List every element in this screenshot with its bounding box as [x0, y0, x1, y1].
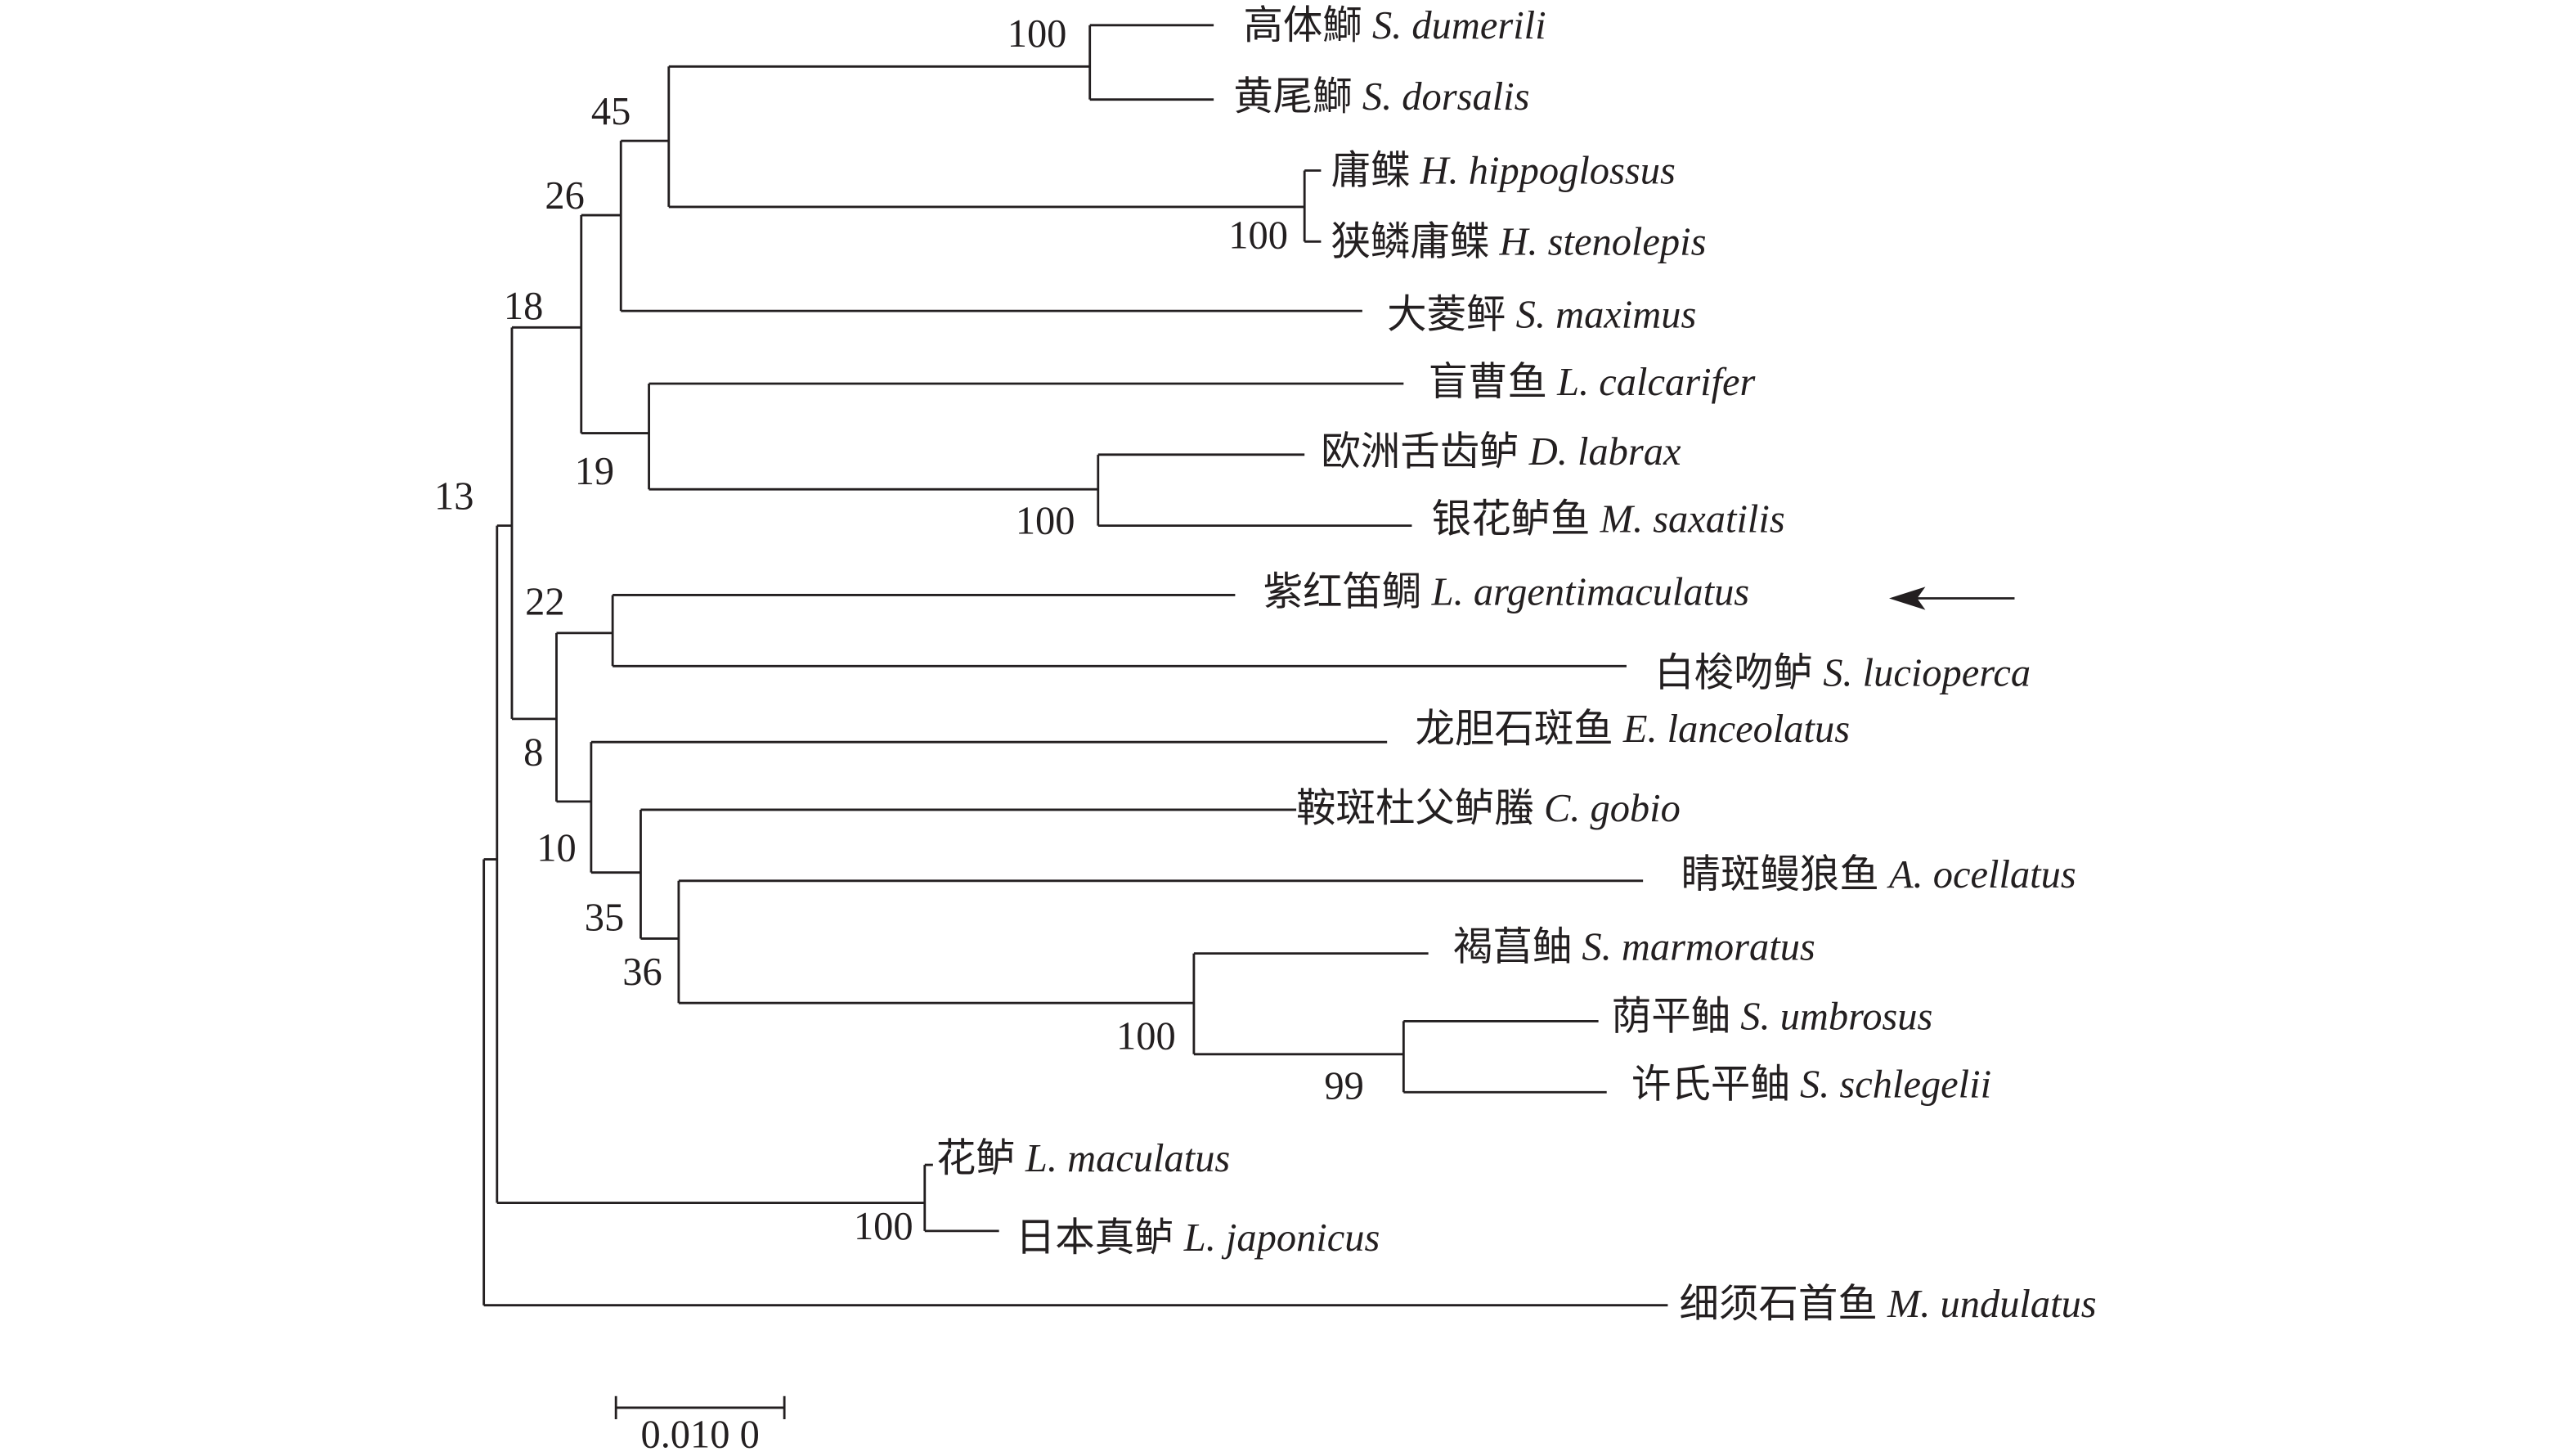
leaf-chinese-name: 褐菖鲉: [1453, 926, 1572, 969]
leaf-label: 黄尾鰤 S. dorsalis: [1233, 75, 1529, 119]
leaf-labels: 高体鰤 S. dumerili 黄尾鰤 S. dorsalis 庸鲽 H. hipp…: [936, 4, 2097, 1326]
bootstrap-value: 100: [1008, 12, 1067, 56]
bootstrap-value: 26: [545, 174, 584, 218]
bootstrap-value: 100: [854, 1205, 913, 1248]
leaf-chinese-name: 龙胆石斑鱼: [1415, 708, 1613, 751]
leaf-latin-name: S. dorsalis: [1362, 75, 1530, 119]
leaf-label: 荫平鲉 S. umbrosus: [1612, 995, 1933, 1039]
leaf-label: 许氏平鲉 S. schlegelii: [1631, 1063, 1991, 1106]
leaf-label: 狭鳞庸鲽 H. stenolepis: [1331, 220, 1706, 263]
leaf-chinese-name: 庸鲽: [1331, 150, 1410, 193]
leaf-chinese-name: 黄尾鰤: [1233, 75, 1352, 119]
leaf-latin-name: L. calcarifer: [1556, 361, 1755, 404]
leaf-latin-name: L. japonicus: [1183, 1216, 1380, 1260]
leaf-latin-name: H. hippoglossus: [1420, 150, 1676, 193]
bootstrap-value: 22: [525, 581, 564, 624]
leaf-latin-name: S. schlegelii: [1800, 1063, 1991, 1106]
leaf-latin-name: D. labrax: [1528, 430, 1681, 474]
leaf-label: 鞍斑杜父鲈螣 C. gobio: [1296, 787, 1681, 830]
leaf-chinese-name: 紫红笛鲷: [1263, 571, 1422, 614]
leaf-latin-name: S. maximus: [1516, 293, 1697, 336]
bootstrap-value: 36: [622, 950, 662, 994]
leaf-label: 睛斑鳗狼鱼 A. ocellatus: [1681, 853, 2076, 897]
leaf-latin-name: E. lanceolatus: [1622, 708, 1850, 751]
leaf-label: 银花鲈鱼 M. saxatilis: [1432, 498, 1785, 542]
leaf-label: 白梭吻鲈 S. lucioperca: [1654, 652, 2031, 695]
leaf-label: 龙胆石斑鱼 E. lanceolatus: [1415, 708, 1850, 751]
bootstrap-value: 8: [523, 730, 543, 774]
leaf-latin-name: M. saxatilis: [1600, 498, 1785, 542]
scale-bar: 0.010 0: [614, 1395, 786, 1456]
bootstrap-value: 45: [591, 90, 631, 133]
bootstrap-value: 10: [536, 827, 576, 870]
bootstrap-value: 99: [1324, 1064, 1363, 1108]
leaf-chinese-name: 欧洲舌齿鲈: [1321, 430, 1519, 474]
leaf-chinese-name: 大菱鲆: [1387, 293, 1506, 336]
scale-bar-label: 0.010 0: [640, 1413, 759, 1456]
bootstrap-value: 13: [434, 474, 473, 518]
highlight-arrow-icon: [1889, 586, 2015, 610]
leaf-label: 褐菖鲉 S. marmoratus: [1453, 926, 1815, 969]
leaf-chinese-name: 睛斑鳗狼鱼: [1681, 853, 1879, 897]
leaf-chinese-name: 花鲈: [936, 1137, 1016, 1180]
leaf-latin-name: S. umbrosus: [1740, 995, 1932, 1039]
leaf-chinese-name: 许氏平鲉: [1631, 1063, 1790, 1106]
leaf-latin-name: M. undulatus: [1887, 1283, 2097, 1326]
leaf-latin-name: L. maculatus: [1025, 1137, 1230, 1180]
leaf-latin-name: S. lucioperca: [1823, 652, 2031, 695]
tree-branches: [482, 24, 1668, 1307]
leaf-label: 盲曹鱼 L. calcarifer: [1429, 360, 1756, 404]
bootstrap-value: 18: [504, 285, 543, 328]
leaf-latin-name: C. gobio: [1544, 787, 1681, 830]
leaf-latin-name: S. marmoratus: [1582, 926, 1815, 969]
leaf-label: 欧洲舌齿鲈 D. labrax: [1321, 430, 1681, 474]
leaf-latin-name: L. argentimaculatus: [1431, 571, 1750, 614]
bootstrap-value: 35: [585, 896, 624, 939]
leaf-label: 细须石首鱼 M. undulatus: [1680, 1283, 2097, 1326]
leaf-chinese-name: 狭鳞庸鲽: [1331, 220, 1489, 263]
leaf-chinese-name: 细须石首鱼: [1680, 1283, 1878, 1326]
bootstrap-value: 100: [1228, 213, 1288, 257]
leaf-chinese-name: 荫平鲉: [1612, 995, 1730, 1039]
leaf-latin-name: H. stenolepis: [1498, 220, 1706, 263]
leaf-chinese-name: 白梭吻鲈: [1654, 652, 1813, 695]
leaf-label: 花鲈 L. maculatus: [936, 1137, 1230, 1180]
bootstrap-value: 100: [1016, 500, 1075, 543]
leaf-label: 大菱鲆 S. maximus: [1387, 293, 1696, 336]
leaf-label: 高体鰤 S. dumerili: [1243, 4, 1546, 47]
leaf-latin-name: A. ocellatus: [1887, 853, 2076, 897]
leaf-label: 紫红笛鲷 L. argentimaculatus: [1263, 571, 1749, 614]
leaf-chinese-name: 银花鲈鱼: [1432, 498, 1591, 542]
leaf-chinese-name: 日本真鲈: [1016, 1216, 1174, 1260]
leaf-chinese-name: 高体鰤: [1243, 4, 1362, 47]
bootstrap-value: 19: [575, 450, 614, 493]
leaf-label: 庸鲽 H. hippoglossus: [1331, 150, 1675, 193]
leaf-label: 日本真鲈 L. japonicus: [1016, 1216, 1380, 1260]
bootstrap-value: 100: [1116, 1015, 1176, 1058]
leaf-chinese-name: 盲曹鱼: [1429, 360, 1547, 404]
leaf-chinese-name: 鞍斑杜父鲈螣: [1296, 787, 1534, 830]
leaf-latin-name: S. dumerili: [1372, 4, 1546, 47]
